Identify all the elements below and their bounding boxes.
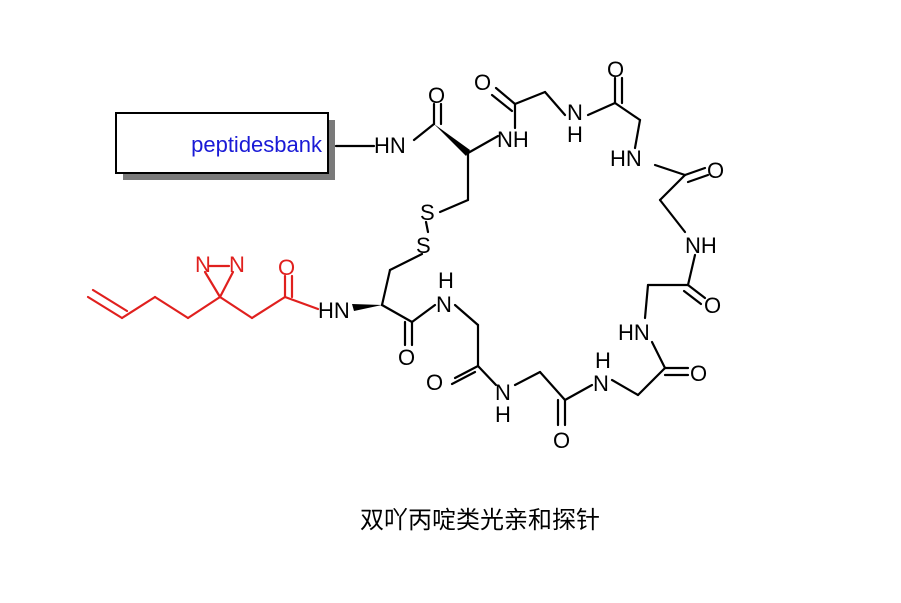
bond [653,163,687,177]
bond [643,283,650,320]
atom-label: O [553,428,570,453]
bond [388,252,424,272]
carbonyl-bond [686,173,710,184]
bond [610,378,640,397]
carbonyl-bond [686,283,707,300]
diazirine-probe-bonds [86,264,320,320]
bond [120,295,157,320]
label-box-frame [115,112,329,174]
atom-label: O [398,345,415,370]
alkene-bond [86,295,124,320]
atom-label: S [420,200,435,225]
alkene-bond [91,288,129,313]
atom-label: O [704,293,721,318]
bond [453,303,480,327]
bond [658,198,687,234]
bond [466,134,500,155]
atom-label: O [690,361,707,386]
atom-label: O [426,370,443,395]
bond [380,303,414,324]
label-box-text: peptidesbank [191,132,323,157]
bond [186,295,222,320]
bond [586,101,617,117]
atom-label: H [495,402,511,427]
wedge-bond [352,304,382,311]
bond [412,122,436,142]
carbonyl-bond [453,364,480,380]
bond [658,173,687,202]
atom-label: O [474,70,491,95]
atom-label: H [438,268,454,293]
bond [283,295,320,311]
wedge-bond [434,124,470,156]
bond [686,253,697,287]
atom-label: N [195,252,211,277]
atom-label: N [495,380,511,405]
bond [250,295,287,320]
caption: 双吖丙啶类光亲和探针 [360,506,600,534]
disulfide-bond [424,220,430,234]
bond [438,198,470,214]
bond [563,383,594,402]
atom-label: H [595,348,611,373]
atom-label: H [567,122,583,147]
atom-label: HN [610,146,642,171]
bond [410,303,437,324]
bond [218,295,254,320]
bond [650,340,667,370]
bond [380,268,392,307]
diazirine-bond [218,270,235,299]
atom-labels: HN NH O S S HN O N N O N H O N H O N H O… [195,57,724,453]
carbonyl-bond [490,93,514,113]
bond [513,90,547,106]
peptidesbank-label-box: peptidesbank [115,112,335,180]
atom-label: N [436,292,452,317]
bond [636,366,667,397]
bond [538,370,567,402]
atom-label: O [607,57,624,82]
bond [513,370,542,387]
atom-label: N [593,371,609,396]
carbonyl-bond [682,289,703,306]
bond [476,364,498,387]
atom-label: NH [497,127,529,152]
carbonyl-bond [494,86,517,106]
atom-label: O [428,83,445,108]
atom-label: O [707,158,724,183]
diazirine-bond [203,270,222,299]
atom-label: HN [374,133,406,158]
bond [633,118,642,150]
bond [613,101,642,122]
atom-label: HN [318,298,350,323]
peptide-bonds [334,76,710,427]
bond [153,295,190,320]
atom-label: N [229,252,245,277]
atom-label: N [567,100,583,125]
carbonyl-bond [450,370,477,386]
carbonyl-bond [683,166,707,177]
atom-label: S [416,233,431,258]
atom-label: NH [685,233,717,258]
bond [543,90,567,117]
atom-label: HN [618,320,650,345]
atom-label: O [278,255,295,280]
